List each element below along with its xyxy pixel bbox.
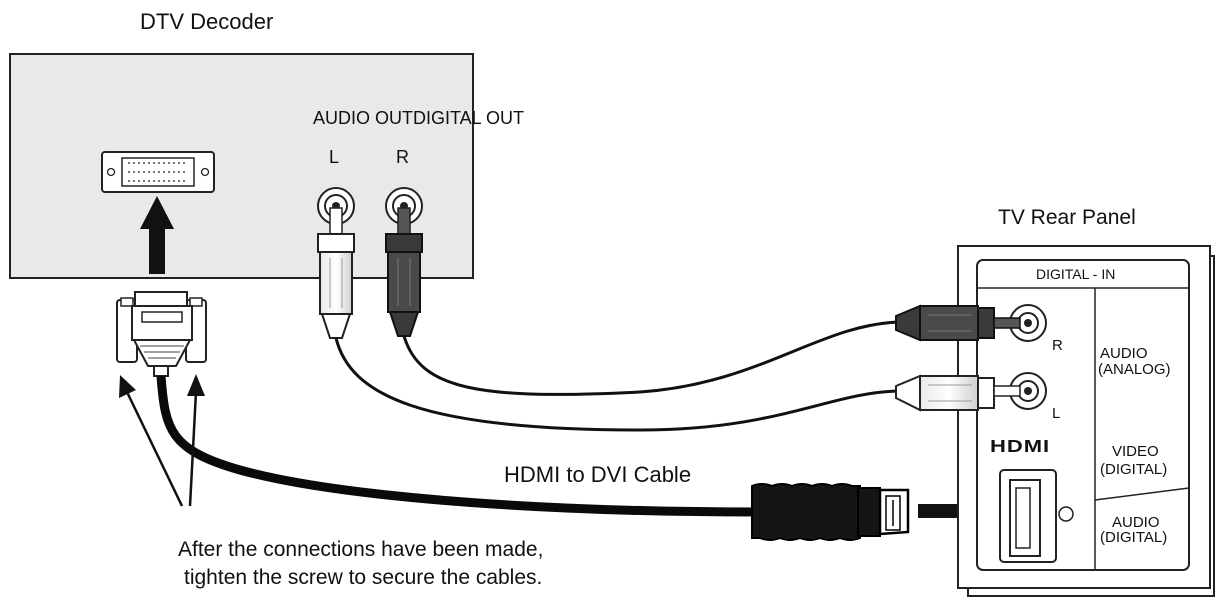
instruction-line-2: tighten the screw to secure the cables.: [184, 566, 542, 589]
audio-cable-right: [402, 320, 901, 396]
tv-rca-jack-r: [1009, 304, 1047, 342]
audio-out-label: AUDIO OUTDIGITAL OUT: [313, 108, 524, 128]
decoder-title: DTV Decoder: [140, 9, 273, 34]
dvi-plug: [116, 291, 207, 377]
tv-l-label: L: [1052, 405, 1060, 422]
tv-hdmi-port: [999, 469, 1074, 563]
audio-cable-left: [334, 337, 901, 432]
hdmi-plug: [751, 483, 910, 541]
tv-r-label: R: [1052, 337, 1063, 354]
video-digital-label-2: (DIGITAL): [1100, 461, 1167, 478]
audio-digital-label-2: (DIGITAL): [1100, 529, 1167, 546]
instruction-line-1: After the connections have been made,: [178, 538, 543, 561]
arrow-up-icon: [140, 196, 174, 274]
video-digital-label-1: VIDEO: [1112, 443, 1159, 460]
dvi-port: [101, 151, 215, 193]
hdmi-logo: HDMI: [990, 437, 1050, 456]
rca-plug-dark-right: [385, 207, 423, 337]
screw-pointer-arrows: [119, 374, 205, 507]
audio-digital-label-1: AUDIO: [1112, 514, 1160, 531]
hdmi-dvi-cable: [156, 375, 761, 517]
rca-plug-white-left: [317, 207, 355, 339]
audio-analog-label-1: AUDIO: [1100, 345, 1148, 362]
digital-in-label: DIGITAL - IN: [1036, 266, 1115, 282]
cable-label: HDMI to DVI Cable: [504, 462, 691, 487]
audio-right-label: R: [396, 147, 409, 167]
tv-panel: [957, 245, 1215, 597]
tv-title: TV Rear Panel: [998, 206, 1136, 229]
tv-rca-plug-dark: [895, 304, 1021, 342]
audio-analog-label-2: (ANALOG): [1098, 361, 1171, 378]
audio-left-label: L: [329, 147, 339, 167]
tv-rca-plug-white: [895, 374, 1021, 412]
